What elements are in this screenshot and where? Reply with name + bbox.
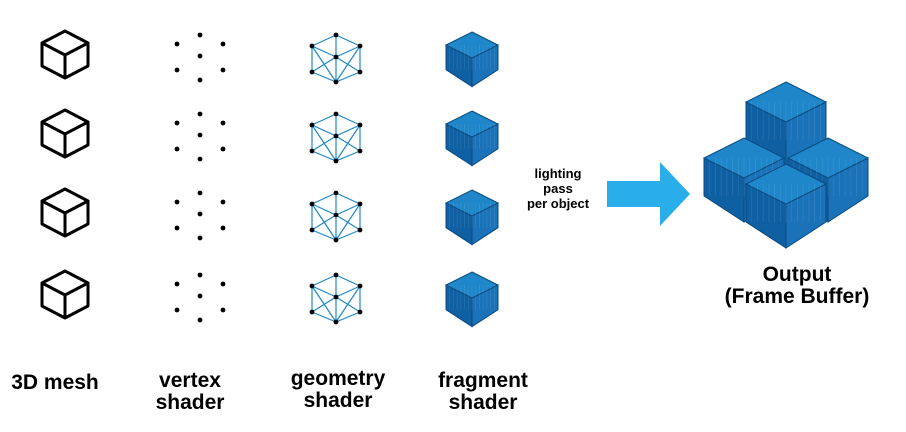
cube-outline-icon <box>40 29 90 80</box>
vertex-dots-icon <box>174 190 226 241</box>
geometry-column <box>309 32 363 325</box>
cube-outline-icon <box>40 187 90 238</box>
vertex-dots-icon <box>174 32 226 83</box>
column-label-vertex-shader: vertex shader <box>155 369 225 415</box>
wireframe-cube-icon <box>309 272 363 325</box>
pixel-cube-icon <box>444 271 500 328</box>
pixel-cube-icon <box>444 31 500 88</box>
arrow-label: lighting pass per object <box>526 166 590 211</box>
fragment-column <box>444 31 500 328</box>
wireframe-cube-icon <box>309 32 363 85</box>
vertex-dots-icon <box>174 111 226 162</box>
wireframe-cube-icon <box>309 190 363 243</box>
pixel-cube-icon <box>444 189 500 246</box>
output-label: Output (Frame Buffer) <box>724 263 870 309</box>
output-cube-stack <box>702 81 870 249</box>
output-cube-front <box>744 163 828 249</box>
pixel-cube-icon <box>444 110 500 167</box>
vertex-dots-icon <box>174 272 226 323</box>
mesh-column <box>40 29 90 320</box>
column-label-geometry-shader: geometry shader <box>290 367 386 413</box>
wireframe-cube-icon <box>309 111 363 164</box>
right-arrow-icon <box>607 162 690 226</box>
column-label-3d-mesh: 3D mesh <box>11 371 99 394</box>
cube-outline-icon <box>40 108 90 159</box>
output-cube-top <box>744 81 828 167</box>
cube-outline-icon <box>40 269 90 320</box>
column-label-fragment-shader: fragment shader <box>438 369 528 415</box>
vertex-column <box>174 32 226 323</box>
